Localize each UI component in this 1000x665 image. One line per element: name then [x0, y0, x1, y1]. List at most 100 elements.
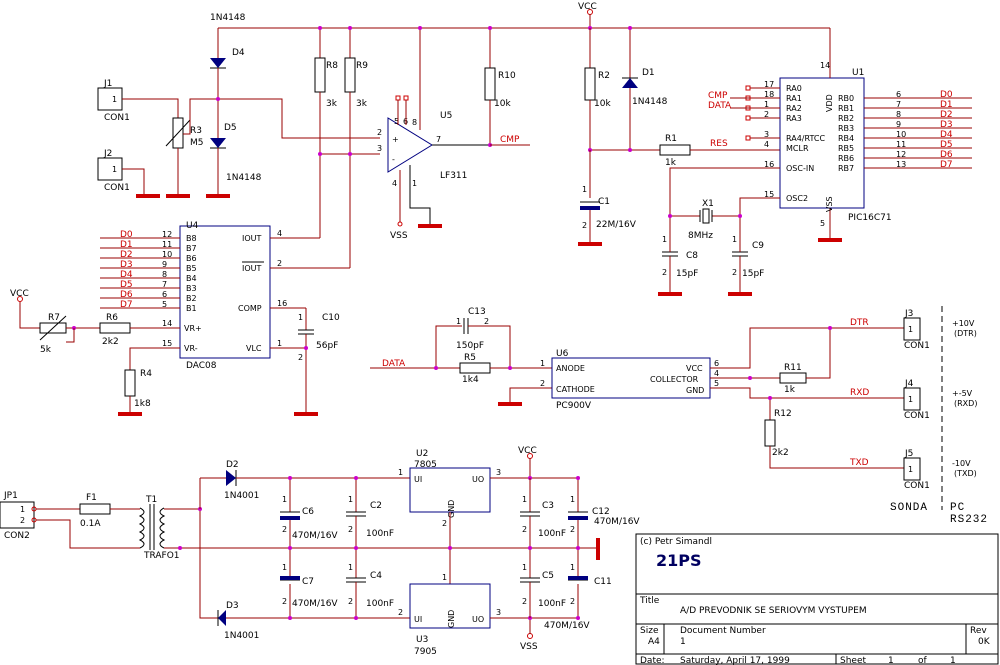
svg-text:14: 14 — [162, 319, 172, 328]
svg-text:15: 15 — [162, 339, 172, 348]
rev-label: Rev — [970, 626, 987, 636]
d1-ref: D1 — [642, 68, 655, 78]
net-rxd: RXD — [850, 388, 869, 398]
f1-fuse — [79, 503, 111, 515]
r10-ref: R10 — [498, 71, 516, 81]
svg-text:2: 2 — [522, 597, 527, 606]
svg-text:1: 1 — [662, 235, 667, 244]
r2-resistor — [584, 67, 596, 101]
r11-resistor — [779, 372, 807, 384]
u1-left-pin-label: RA4/RTCC — [786, 134, 825, 143]
c1-ref: C1 — [598, 197, 610, 207]
j5-part: CON1 — [904, 481, 930, 491]
svg-text:2: 2 — [582, 221, 587, 230]
u1-left-pin-label: RA2 — [786, 104, 802, 113]
u1-right-pin-num: 9 — [896, 120, 901, 129]
r8-ref: R8 — [326, 61, 338, 71]
svg-text:7: 7 — [436, 135, 441, 144]
j4-connector — [903, 387, 921, 411]
c1-capacitor — [580, 206, 600, 210]
svg-text:GND: GND — [447, 500, 456, 518]
svg-text:CATHODE: CATHODE — [556, 385, 595, 394]
sheet-label: Sheet — [840, 656, 866, 665]
diode-clamp-section: 1N4148 D4 D5 1N4148 1 J1 CON1 1 J2 CON1 … — [97, 13, 830, 198]
d3-ref: D3 — [226, 601, 239, 611]
r1-ref: R1 — [665, 134, 677, 144]
svg-text:5: 5 — [714, 379, 719, 388]
u4-left-pin-num: 10 — [162, 250, 172, 259]
c9-ref: C9 — [752, 241, 764, 251]
r9-ref: R9 — [356, 61, 368, 71]
svg-text:2: 2 — [377, 128, 382, 137]
d1-diode — [622, 78, 638, 88]
svg-text:GND: GND — [686, 386, 704, 395]
svg-text:1: 1 — [112, 95, 117, 104]
svg-text:1: 1 — [732, 235, 737, 244]
svg-text:1: 1 — [298, 313, 303, 322]
u4-left-pin-num: 5 — [162, 300, 167, 309]
svg-text:1: 1 — [522, 563, 527, 572]
svg-text:1: 1 — [348, 563, 353, 572]
u1-left-pin-num: 17 — [764, 80, 774, 89]
u4-left-pin-label: B3 — [186, 284, 197, 293]
comparator-section: R8 3k R9 3k + - 2 3 7 8 6 5 4 VSS 1 U5 L — [314, 26, 530, 268]
x1-crystal — [702, 208, 710, 224]
u2-ref: U2 — [416, 449, 428, 459]
svg-text:2: 2 — [348, 525, 353, 534]
u1-right-pin-label: RB5 — [838, 144, 854, 153]
c10-ref: C10 — [322, 313, 340, 323]
c12-ref: C12 — [592, 507, 610, 517]
svg-text:4: 4 — [277, 229, 282, 238]
f1-ref: F1 — [86, 493, 97, 503]
vss-u5-label: VSS — [390, 231, 408, 241]
svg-text:1: 1 — [456, 317, 461, 326]
u1-pin-marker — [745, 135, 751, 141]
svg-text:UO: UO — [472, 475, 484, 484]
r2-val: 10k — [594, 99, 611, 109]
pic-support-section: VCC R2 10k D1 1N4148 R1 1k RES 1 2 C1 22… — [578, 2, 780, 246]
net-d-u4: D7 — [120, 300, 133, 310]
j4-part: CON1 — [904, 411, 930, 421]
u1-pin-marker — [745, 85, 751, 91]
volt-txd: -10V — [952, 459, 971, 468]
svg-text:3: 3 — [496, 468, 501, 477]
u1-left-pin-num: 1 — [764, 100, 769, 109]
r11-ref: R11 — [784, 363, 802, 373]
svg-text:UI: UI — [414, 475, 422, 484]
r5-val: 1k4 — [462, 375, 479, 385]
svg-text:1: 1 — [582, 185, 587, 194]
j3-ref: J3 — [904, 309, 913, 319]
u1-right-pin-label: RB4 — [838, 134, 854, 143]
j4-ref: J4 — [904, 379, 914, 389]
r6-ref: R6 — [106, 313, 118, 323]
svg-text:1: 1 — [570, 563, 575, 572]
u5-comparator — [387, 117, 433, 173]
volt-txd-sig: (TXD) — [954, 469, 977, 478]
f1-val: 0.1A — [80, 519, 101, 529]
r10-val: 10k — [494, 99, 511, 109]
u1-part: PIC16C71 — [848, 213, 892, 223]
r7-ref: R7 — [48, 313, 60, 323]
u1-right-pin-label: RB6 — [838, 154, 854, 163]
c12-val: 470M/16V — [594, 517, 640, 527]
u1-left-pin-label: OSC2 — [786, 194, 808, 203]
r2-ref: R2 — [598, 71, 610, 81]
svg-text:2: 2 — [484, 317, 489, 326]
c2-val: 100nF — [366, 529, 394, 539]
u1-right-pin-num: 11 — [896, 140, 906, 149]
c3-ref: C3 — [542, 501, 554, 511]
svg-text:IOUT: IOUT — [242, 264, 262, 273]
r12-ref: R12 — [774, 409, 792, 419]
svg-text:GND: GND — [447, 610, 456, 628]
u1-pin-marker — [745, 115, 751, 121]
svg-text:1: 1 — [277, 339, 282, 348]
u1-left-pin-num: 2 — [764, 110, 769, 119]
c5-ref: C5 — [542, 571, 554, 581]
volt-rxd: +-5V — [952, 389, 973, 398]
size-value: A4 — [648, 637, 660, 647]
j2-connector — [97, 157, 123, 181]
svg-text:VR+: VR+ — [184, 324, 202, 333]
r7-val: 5k — [40, 345, 52, 355]
u4-left-pin-label: B6 — [186, 254, 197, 263]
sonda-label: SONDA — [890, 502, 928, 514]
